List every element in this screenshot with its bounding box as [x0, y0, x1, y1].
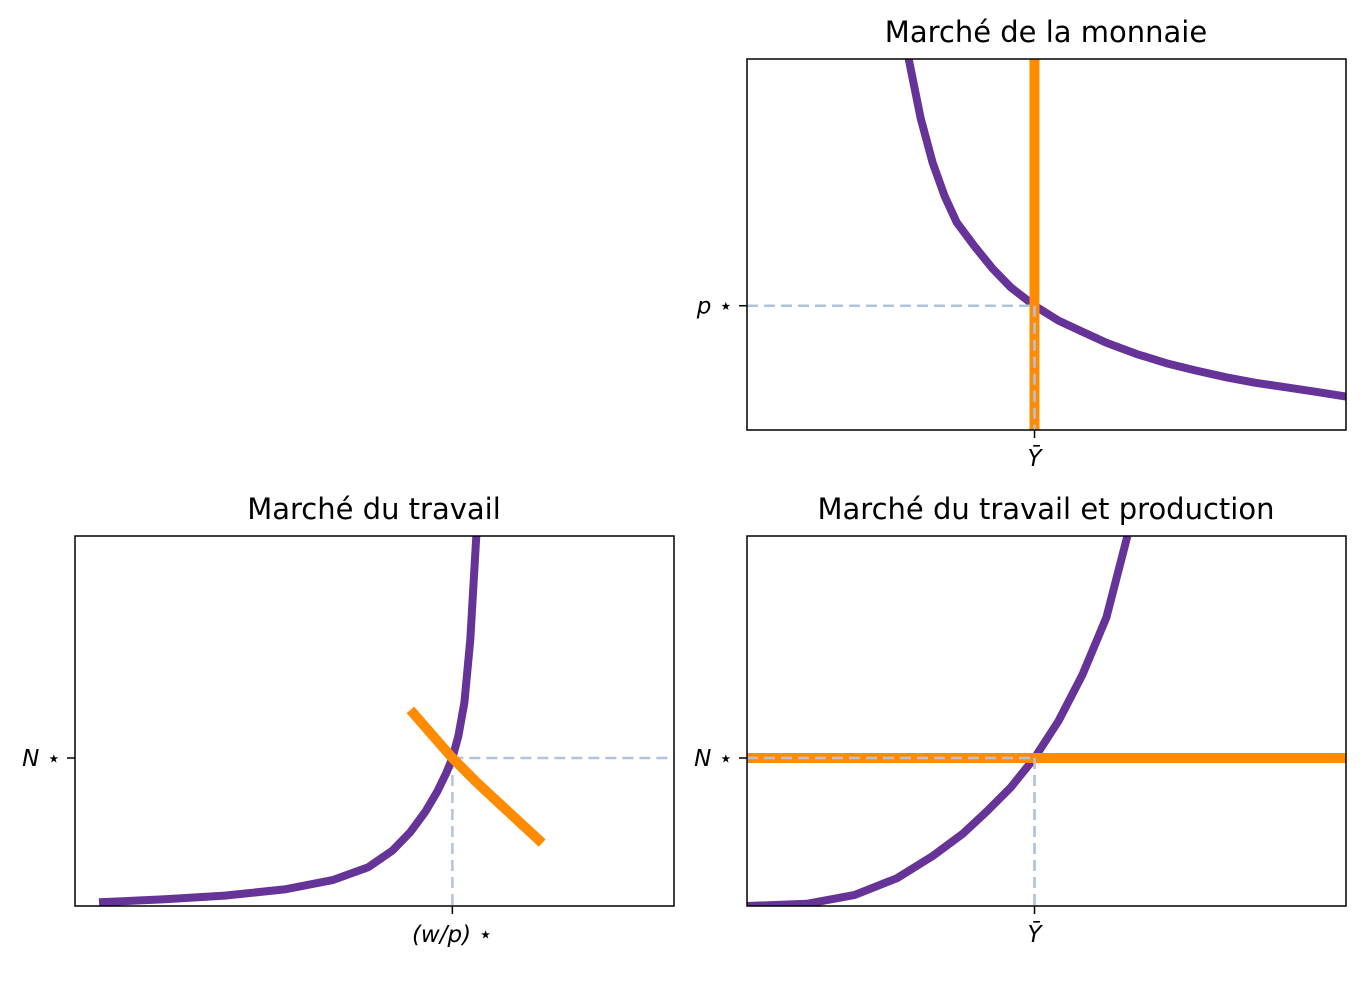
xtick-label-production: Ȳ [1027, 921, 1043, 948]
xtick-label-money: Ȳ [1027, 445, 1043, 472]
ytick-label-production: N ⋆ [694, 746, 733, 772]
xtick-label-labour: (w/p) ⋆ [412, 922, 493, 948]
title-labour: Marché du travail [247, 492, 501, 526]
axes-production [746, 535, 1347, 907]
panel-production: Marché du travail et production Ȳ N ⋆ [694, 492, 1347, 948]
curves-production [747, 536, 1346, 906]
title-production: Marché du travail et production [818, 492, 1275, 526]
series-money-demand [904, 59, 1346, 401]
curves-money [904, 59, 1346, 430]
series-labour-demand [406, 706, 546, 847]
guides-overlay-production [747, 756, 1036, 906]
panel-money-market: Marché de la monnaie Ȳ p ⋆ [696, 15, 1347, 472]
axes-labour [74, 535, 675, 907]
curves-labour [98, 536, 546, 906]
panel-labour-market: Marché du travail (w/p) ⋆ N ⋆ [22, 492, 675, 948]
guides-money [747, 304, 1036, 430]
title-money: Marché de la monnaie [885, 15, 1207, 49]
guides-overlay-money [747, 304, 1036, 430]
ytick-label-money: p ⋆ [696, 294, 733, 320]
series-production-production [747, 536, 1132, 906]
ytick-label-labour: N ⋆ [22, 746, 61, 772]
series-labour-supply [98, 536, 481, 906]
axes-money [746, 58, 1347, 431]
guides-labour [451, 756, 674, 906]
